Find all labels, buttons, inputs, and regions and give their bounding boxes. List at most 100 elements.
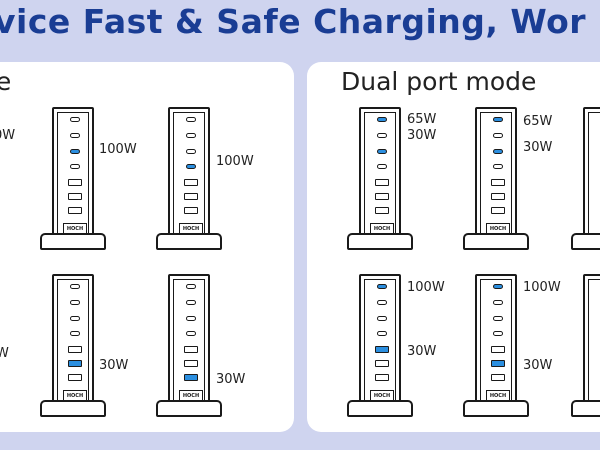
usb-c-port bbox=[493, 133, 503, 138]
wattage-label: 65W bbox=[523, 114, 553, 129]
usb-a-port bbox=[491, 193, 505, 200]
charger-base-partial bbox=[571, 233, 600, 250]
usb-a-port bbox=[184, 346, 198, 353]
wattage-label: 100W bbox=[99, 142, 137, 157]
charger-base bbox=[156, 400, 222, 417]
usb-a-port bbox=[375, 193, 389, 200]
usb-c-port bbox=[186, 284, 196, 289]
usb-c-port bbox=[70, 164, 80, 169]
charger-tower: HOCH bbox=[168, 274, 210, 408]
wattage-label: 30W bbox=[407, 128, 437, 143]
usb-a-port bbox=[68, 207, 82, 214]
usb-a-port bbox=[184, 360, 198, 367]
usb-c-port-active bbox=[377, 117, 387, 122]
charger-unit: HOCH bbox=[463, 107, 533, 255]
charger-base bbox=[347, 233, 413, 250]
usb-c-port bbox=[186, 133, 196, 138]
charger-unit: HOCH bbox=[156, 107, 226, 255]
wattage-label: W bbox=[0, 346, 9, 361]
charger-unit: HOCH bbox=[40, 107, 110, 255]
charger-tower: HOCH bbox=[52, 107, 94, 241]
usb-a-port bbox=[68, 374, 82, 381]
wattage-label: 0W bbox=[0, 128, 16, 143]
charger-tower-partial bbox=[583, 274, 600, 408]
usb-a-port-active bbox=[375, 346, 389, 353]
charger-tower: HOCH bbox=[52, 274, 94, 408]
usb-c-port-active bbox=[377, 284, 387, 289]
usb-c-port bbox=[493, 331, 503, 336]
dual-port-mode-panel: Dual port mode HOCH 65W 30W HOCH 6 bbox=[307, 62, 600, 432]
usb-a-port bbox=[375, 179, 389, 186]
usb-a-port bbox=[375, 207, 389, 214]
wattage-label: 30W bbox=[99, 358, 129, 373]
wattage-label: 30W bbox=[523, 140, 553, 155]
charger-tower: HOCH bbox=[475, 107, 517, 241]
single-port-mode-panel: de 0W W HOCH 100W HOCH 100W bbox=[0, 62, 294, 432]
usb-c-port bbox=[186, 117, 196, 122]
charger-base bbox=[463, 233, 529, 250]
charger-unit: HOCH bbox=[347, 274, 417, 422]
charger-unit: HOCH bbox=[40, 274, 110, 422]
wattage-label: 100W bbox=[523, 280, 561, 295]
panel-title: Dual port mode bbox=[341, 67, 537, 96]
headline: vice Fast & Safe Charging, Wor bbox=[0, 2, 587, 41]
usb-c-port-active bbox=[493, 117, 503, 122]
usb-c-port bbox=[493, 316, 503, 321]
charger-tower: HOCH bbox=[359, 274, 401, 408]
usb-c-port-active bbox=[186, 164, 196, 169]
usb-a-port bbox=[375, 360, 389, 367]
wattage-label: 30W bbox=[216, 372, 246, 387]
usb-a-port bbox=[491, 207, 505, 214]
wattage-label: 30W bbox=[407, 344, 437, 359]
charger-base bbox=[156, 233, 222, 250]
charger-base bbox=[463, 400, 529, 417]
usb-c-port bbox=[493, 164, 503, 169]
usb-c-port bbox=[186, 316, 196, 321]
usb-c-port bbox=[377, 300, 387, 305]
usb-c-port bbox=[70, 300, 80, 305]
usb-a-port bbox=[68, 346, 82, 353]
usb-c-port-active bbox=[493, 149, 503, 154]
wattage-label: 100W bbox=[407, 280, 445, 295]
usb-a-port bbox=[68, 179, 82, 186]
usb-a-port-active bbox=[491, 360, 505, 367]
usb-c-port-active bbox=[70, 149, 80, 154]
panel-title: de bbox=[0, 67, 12, 96]
usb-c-port bbox=[186, 149, 196, 154]
charger-unit: HOCH bbox=[156, 274, 226, 422]
usb-c-port bbox=[377, 164, 387, 169]
usb-c-port bbox=[70, 284, 80, 289]
usb-c-port bbox=[70, 331, 80, 336]
wattage-label: 100W bbox=[216, 154, 254, 169]
usb-a-port-active bbox=[68, 360, 82, 367]
wattage-label: 30W bbox=[523, 358, 553, 373]
usb-a-port bbox=[491, 179, 505, 186]
charger-base bbox=[40, 400, 106, 417]
usb-c-port bbox=[186, 331, 196, 336]
charger-tower: HOCH bbox=[359, 107, 401, 241]
charger-unit: HOCH bbox=[347, 107, 417, 255]
charger-tower-partial bbox=[583, 107, 600, 241]
usb-c-port-active bbox=[493, 284, 503, 289]
usb-a-port bbox=[491, 346, 505, 353]
usb-c-port bbox=[70, 316, 80, 321]
usb-c-port bbox=[377, 133, 387, 138]
usb-a-port-active bbox=[184, 374, 198, 381]
charger-tower: HOCH bbox=[475, 274, 517, 408]
usb-a-port bbox=[184, 207, 198, 214]
usb-a-port bbox=[375, 374, 389, 381]
usb-a-port bbox=[491, 374, 505, 381]
usb-c-port-active bbox=[377, 149, 387, 154]
usb-a-port bbox=[184, 179, 198, 186]
charger-tower: HOCH bbox=[168, 107, 210, 241]
usb-a-port bbox=[68, 193, 82, 200]
charger-base-partial bbox=[571, 400, 600, 417]
charger-base bbox=[40, 233, 106, 250]
usb-c-port bbox=[70, 117, 80, 122]
charger-unit: HOCH bbox=[463, 274, 533, 422]
usb-c-port bbox=[186, 300, 196, 305]
usb-c-port bbox=[493, 300, 503, 305]
usb-c-port bbox=[377, 316, 387, 321]
charger-base bbox=[347, 400, 413, 417]
usb-c-port bbox=[377, 331, 387, 336]
